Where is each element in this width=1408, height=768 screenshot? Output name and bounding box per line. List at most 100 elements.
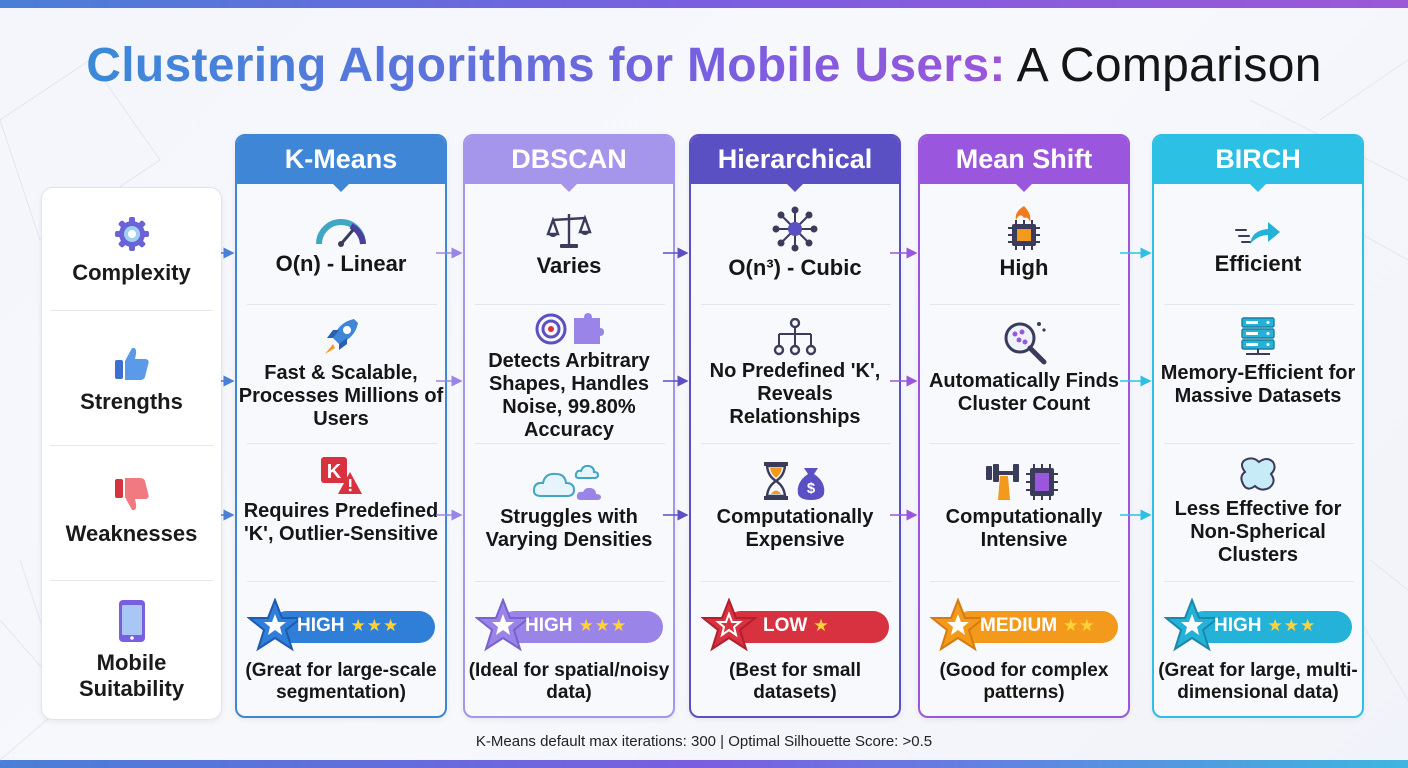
row-label-text: Weaknesses [65, 521, 198, 546]
title-highlight: Clustering Algorithms for Mobile Users: [86, 39, 1006, 92]
rating-label: LOW ★ [763, 615, 830, 637]
fast-arrow-icon [1235, 222, 1280, 244]
complexity-value: Efficient [1214, 251, 1302, 276]
balance-scale-icon [546, 214, 592, 248]
tree-diagram-icon [773, 318, 817, 356]
divider [475, 304, 665, 305]
rocket-icon [325, 319, 358, 354]
weaknesses-value: Less Effective for Non-Spherical Cluster… [1174, 498, 1342, 566]
column-header: K-Means [237, 136, 445, 184]
column-dbscan: DBSCAN Varies Detects Arbitrary Shapes, … [463, 134, 675, 718]
strengths-cell: Memory-Efficient for Massive Datasets [1154, 316, 1362, 408]
complexity-value: O(n³) - Cubic [728, 255, 862, 280]
strengths-value: Automatically Finds Cluster Count [928, 370, 1120, 415]
row-label-text: Strengths [80, 389, 183, 414]
hot-chip-icon [1008, 206, 1040, 250]
rating-stars: ★★★ [1267, 616, 1317, 635]
column-k-means: K-Means O(n) - Linear Fast & Scalable, P… [235, 134, 447, 718]
divider [701, 443, 891, 444]
rating-pill [499, 611, 663, 643]
divider [1164, 304, 1354, 305]
strengths-value: No Predefined 'K', Reveals Relationships [709, 360, 881, 428]
divider [247, 581, 437, 582]
weaknesses-value: Computationally Expensive [716, 506, 874, 551]
header-notch [1014, 182, 1034, 192]
complexity-cell: O(n³) - Cubic [691, 206, 899, 279]
dumbbell-chip-icon [986, 464, 1058, 500]
divider [475, 443, 665, 444]
rating-text: HIGH [297, 615, 345, 636]
network-icon [772, 206, 818, 252]
hourglass-moneybag-icon: $ [764, 462, 825, 500]
column-mean-shift: Mean Shift High Automatically Finds Clus… [918, 134, 1130, 718]
divider [701, 581, 891, 582]
column-header: DBSCAN [465, 136, 673, 184]
complexity-value: Varies [536, 253, 602, 278]
row-label-strengths: Strengths [42, 343, 221, 415]
divider [50, 310, 213, 311]
suitability-note: (Best for small datasets) [729, 660, 861, 703]
algorithm-name: DBSCAN [511, 144, 627, 174]
smartphone-icon [118, 600, 145, 642]
row-label-weaknesses: Weaknesses [42, 475, 221, 547]
complexity-cell: O(n) - Linear [237, 216, 445, 275]
thumbs-up-icon [114, 347, 149, 380]
weaknesses-cell: $ Computationally Expensive [691, 460, 899, 552]
row-labels-panel: Complexity Strengths Weaknesses Mobile S… [41, 187, 222, 720]
star-icon [701, 598, 757, 652]
star-icon [930, 598, 986, 652]
column-header: BIRCH [1154, 136, 1362, 184]
rating-text: LOW [763, 615, 808, 636]
rating-label: MEDIUM★★ [980, 615, 1096, 637]
magnifier-icon [1004, 322, 1047, 365]
top-accent-bar [0, 0, 1408, 8]
column-header: Mean Shift [920, 136, 1128, 184]
star-icon [247, 598, 303, 652]
page-title: Clustering Algorithms for Mobile Users: … [0, 38, 1408, 93]
clouds-icon [532, 464, 601, 500]
weaknesses-cell: Struggles with Varying Densities [465, 462, 673, 552]
rating-pill [271, 611, 435, 643]
rating-text: HIGH [1214, 615, 1262, 636]
algorithm-name: BIRCH [1215, 144, 1301, 174]
algorithm-name: Hierarchical [717, 144, 873, 174]
divider [930, 304, 1120, 305]
divider [930, 581, 1120, 582]
rating-stars: ★ [813, 616, 830, 635]
target-puzzle-icon [535, 313, 604, 345]
header-notch [559, 182, 579, 192]
suitability-badge: LOW ★ [701, 598, 891, 652]
divider [475, 581, 665, 582]
strengths-cell: Automatically Finds Cluster Count [920, 318, 1128, 416]
complexity-cell: Efficient [1154, 218, 1362, 275]
divider [247, 443, 437, 444]
divider [1164, 443, 1354, 444]
divider [701, 304, 891, 305]
strengths-value: Fast & Scalable, Processes Millions of U… [238, 362, 444, 430]
divider [50, 445, 213, 446]
row-label-complexity: Complexity [42, 214, 221, 286]
rating-label: HIGH ★★★ [1214, 615, 1316, 637]
rating-stars: ★★ [1063, 616, 1096, 635]
column-header: Hierarchical [691, 136, 899, 184]
thumbs-down-icon [114, 478, 149, 511]
divider [1164, 581, 1354, 582]
rating-stars: ★★★ [578, 616, 628, 635]
suitability-note: (Good for complex patterns) [939, 660, 1109, 703]
suitability-note: (Great for large-scale segmentation) [245, 660, 437, 703]
row-label-mobile-suitability: Mobile Suitability [42, 598, 221, 702]
star-icon [1164, 598, 1220, 652]
weaknesses-value: Computationally Intensive [945, 506, 1103, 551]
svg-text:$: $ [807, 480, 816, 497]
blob-icon [1240, 457, 1276, 491]
svg-text:K: K [327, 461, 342, 483]
footer-note: K-Means default max iterations: 300 | Op… [475, 733, 933, 750]
strengths-value: Memory-Efficient for Massive Datasets [1160, 362, 1356, 407]
gear-icon [114, 217, 149, 251]
suitability-note: (Great for large, multi-dimensional data… [1158, 660, 1358, 703]
strengths-value: Detects Arbitrary Shapes, Handles Noise,… [488, 350, 650, 441]
suitability-note: (Ideal for spatial/noisy data) [468, 660, 670, 703]
divider [247, 304, 437, 305]
header-notch [1248, 182, 1268, 192]
rating-label: HIGH★★★ [525, 615, 627, 637]
